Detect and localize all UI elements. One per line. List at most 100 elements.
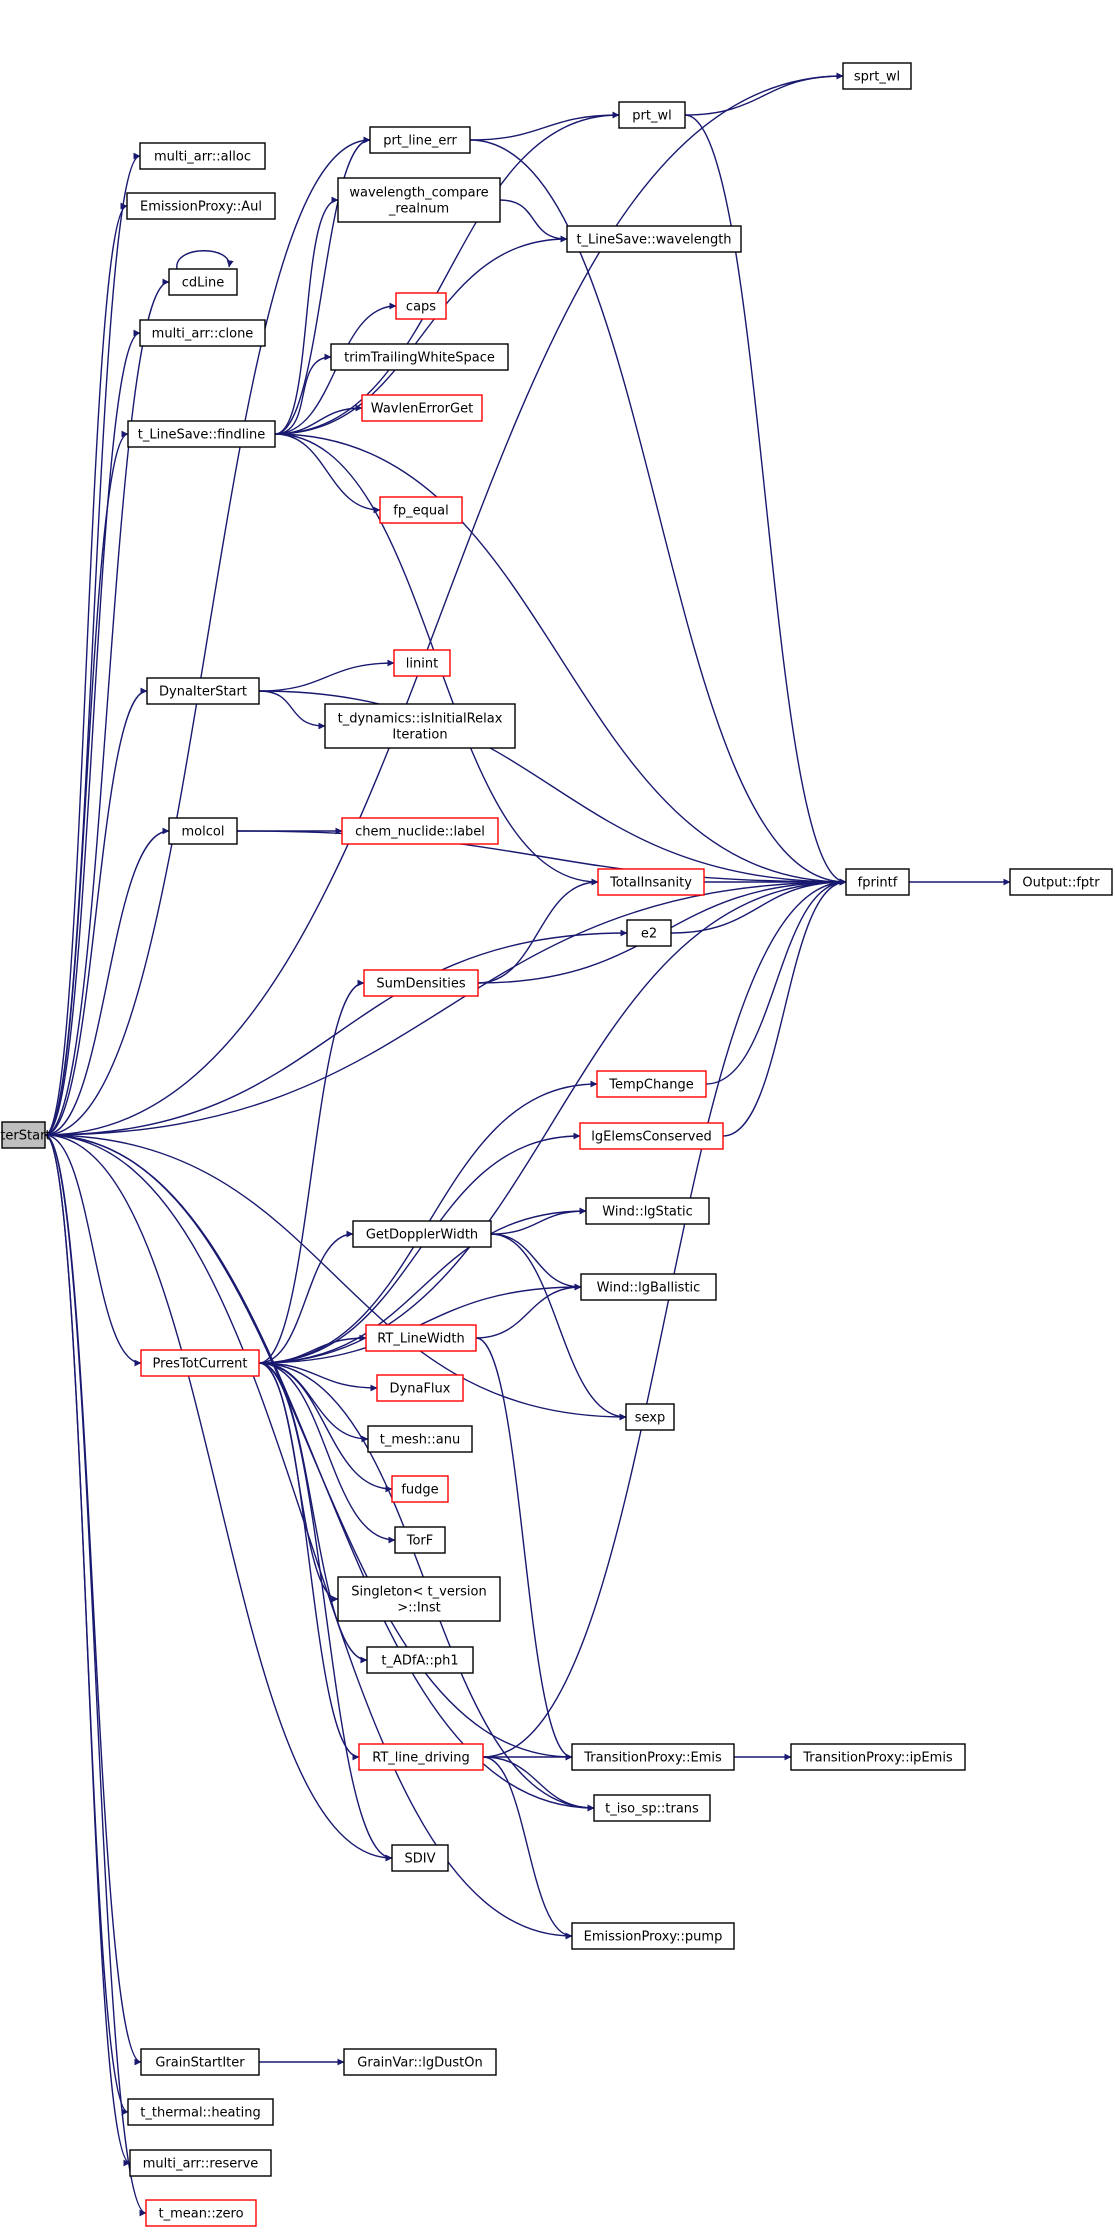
node-e2[interactable]: e2	[626, 919, 672, 947]
node-prt-wl[interactable]: prt_wl	[618, 101, 686, 129]
node-emissionproxy-aul[interactable]: EmissionProxy::Aul	[126, 192, 276, 220]
edge-prestotcurrent-to-rt-line-driving	[258, 1362, 360, 1761]
node-t-linesave-wavelength[interactable]: t_LineSave::wavelength	[566, 225, 742, 253]
node-fprintf[interactable]: fprintf	[845, 868, 910, 896]
node-label: e2	[641, 927, 657, 942]
node-multi-arr-alloc[interactable]: multi_arr::alloc	[139, 142, 266, 170]
node-rt-linewidth[interactable]: RT_LineWidth	[365, 1324, 477, 1352]
node-box	[337, 1576, 501, 1622]
node-totalinsanity[interactable]: TotalInsanity	[597, 868, 705, 896]
node-multi-arr-clone[interactable]: multi_arr::clone	[139, 319, 266, 347]
node-t-thermal-heating[interactable]: t_thermal::heating	[127, 2098, 274, 2126]
node-trimtrailingwhitespace[interactable]: trimTrailingWhiteSpace	[330, 343, 509, 371]
node-sdiv[interactable]: SDIV	[391, 1844, 449, 1872]
node-label: RT_LineWidth	[377, 1332, 464, 1347]
edge-dynaiterstart-to-fprintf	[258, 690, 847, 886]
node-label: PresTotCurrent	[152, 1357, 247, 1372]
node-transitionproxy-emis[interactable]: TransitionProxy::Emis	[571, 1743, 735, 1771]
edge-findline-to-wavelength-compare-realnum	[274, 196, 339, 435]
node-box	[391, 1475, 449, 1503]
node-wavlenerrorget[interactable]: WavlenErrorGet	[361, 394, 483, 422]
node-rt-line-driving[interactable]: RT_line_driving	[358, 1743, 484, 1771]
edge-getdopplerwidth-to-wind-lgstatic	[490, 1207, 587, 1235]
node-sumdensities[interactable]: SumDensities	[363, 969, 479, 997]
node-tempchange[interactable]: TempChange	[596, 1070, 707, 1098]
node-singleton-inst[interactable]: Singleton< t_version>::Inst	[337, 1576, 501, 1622]
node-wind-lgstatic[interactable]: Wind::lgStatic	[585, 1197, 710, 1225]
node-chem-nuclide-label[interactable]: chem_nuclide::label	[341, 817, 499, 845]
node-label: TotalInsanity	[609, 876, 692, 891]
node-box	[127, 2098, 274, 2126]
node-grainvar-lgduston[interactable]: GrainVar::lgDustOn	[343, 2048, 497, 2076]
edge-dynaiterstart-to-linint	[258, 659, 395, 692]
node-label: multi_arr::reserve	[143, 2157, 259, 2172]
node-box	[1009, 868, 1113, 896]
node-t-mean-zero[interactable]: t_mean::zero	[145, 2199, 257, 2227]
node-lgelemsconserved[interactable]: lgElemsConserved	[579, 1122, 724, 1150]
node-box	[1, 1121, 46, 1149]
node-label: Output::fptr	[1022, 876, 1100, 891]
node-grainstartiter[interactable]: GrainStartIter	[140, 2048, 260, 2076]
node-box	[146, 677, 260, 705]
node-box	[129, 2149, 272, 2177]
node-box	[139, 319, 266, 347]
node-findline[interactable]: t_LineSave::findline	[127, 420, 276, 448]
node-multi-arr-reserve[interactable]: multi_arr::reserve	[129, 2149, 272, 2177]
node-label: chem_nuclide::label	[355, 825, 485, 840]
node-molcol[interactable]: molcol	[168, 817, 238, 845]
edge-prestotcurrent-to-fudge	[258, 1362, 393, 1493]
node-cdline[interactable]: cdLine	[168, 268, 238, 296]
node-box	[324, 703, 516, 749]
node-t-mesh-anu[interactable]: t_mesh::anu	[367, 1425, 473, 1453]
edge-findline-to-fprintf	[274, 433, 847, 886]
node-box	[127, 420, 276, 448]
node-box	[358, 1743, 484, 1771]
node-label: trimTrailingWhiteSpace	[344, 351, 495, 366]
edge-iterstart-to-prestotcurrent	[44, 1134, 142, 1367]
node-label: GetDopplerWidth	[366, 1228, 478, 1243]
edge-iterstart-to-cdline	[44, 278, 170, 1136]
node-box	[361, 394, 483, 422]
edge-getdopplerwidth-to-sexp	[490, 1233, 627, 1421]
edge-findline-to-prt-wl	[274, 111, 620, 435]
node-sprt-wl[interactable]: sprt_wl	[842, 62, 912, 90]
node-wind-lgballistic[interactable]: Wind::lgBallistic	[580, 1273, 717, 1301]
node-getdopplerwidth[interactable]: GetDopplerWidth	[352, 1220, 492, 1248]
node-label: RT_line_driving	[372, 1751, 470, 1766]
node-emissionproxy-pump[interactable]: EmissionProxy::pump	[571, 1922, 735, 1950]
node-fp-equal[interactable]: fp_equal	[379, 496, 463, 524]
node-box	[145, 2199, 257, 2227]
node-box	[126, 192, 276, 220]
node-transitionproxy-ipemis[interactable]: TransitionProxy::ipEmis	[790, 1743, 966, 1771]
node-caps[interactable]: caps	[395, 292, 447, 320]
node-linint[interactable]: linint	[393, 649, 451, 677]
node-label: SumDensities	[376, 977, 465, 992]
node-label: t_LineSave::wavelength	[576, 233, 731, 248]
edge-prestotcurrent-to-wind-lgstatic	[258, 1207, 587, 1364]
node-box	[395, 292, 447, 320]
node-wavelength-compare-realnum[interactable]: wavelength_compare_realnum	[337, 177, 501, 223]
node-sexp[interactable]: sexp	[625, 1403, 675, 1431]
node-torf[interactable]: TorF	[394, 1526, 446, 1554]
edge-findline-to-fp-equal	[274, 433, 381, 514]
node-t-adfa-ph1[interactable]: t_ADfA::ph1	[366, 1646, 474, 1674]
edge-layer	[44, 72, 1011, 2217]
node-label: IterStart	[0, 1129, 51, 1144]
node-fudge[interactable]: fudge	[391, 1475, 449, 1503]
node-box	[845, 868, 910, 896]
node-prestotcurrent[interactable]: PresTotCurrent	[140, 1349, 260, 1377]
node-label: Singleton< t_version	[351, 1585, 487, 1600]
edge-iterstart-to-fprintf	[44, 878, 847, 1136]
node-prt-line-err[interactable]: prt_line_err	[369, 126, 471, 154]
edge-iterstart-to-grainstartiter	[44, 1134, 142, 2066]
node-label: TorF	[406, 1534, 434, 1549]
node-dynaiterstart[interactable]: DynaIterStart	[146, 677, 260, 705]
node-dynaflux[interactable]: DynaFlux	[376, 1374, 464, 1402]
edge-wavelength-compare-realnum-to-t-linesave-wavelength	[499, 199, 568, 243]
node-output-fptr[interactable]: Output::fptr	[1009, 868, 1113, 896]
node-iterstart[interactable]: IterStart	[0, 1121, 51, 1149]
node-label: prt_wl	[632, 109, 671, 124]
node-t-iso-sp-trans[interactable]: t_iso_sp::trans	[593, 1794, 711, 1822]
